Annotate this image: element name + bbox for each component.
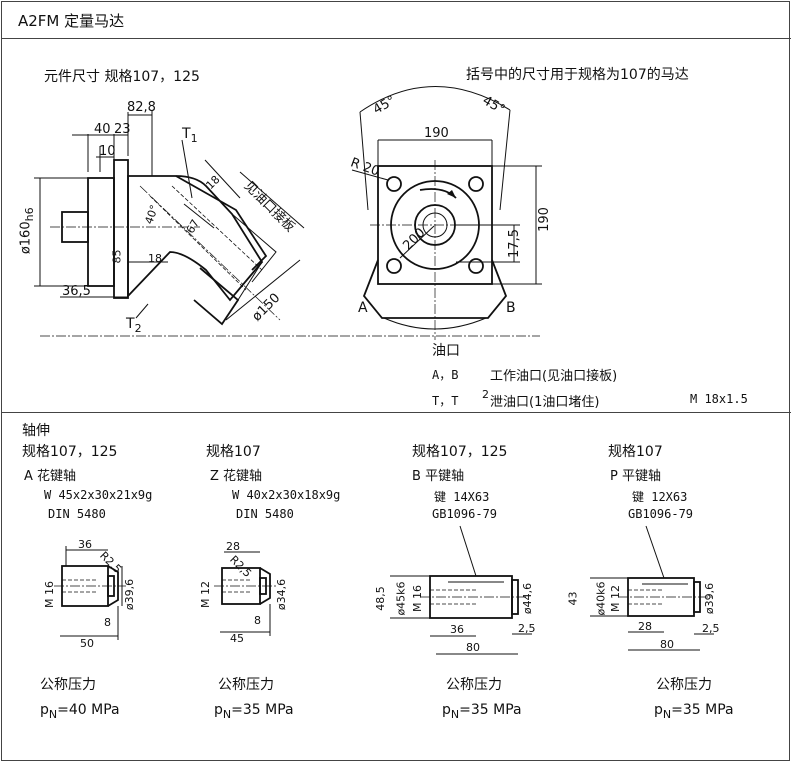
dim-190-width: 190 xyxy=(424,126,449,141)
port-a-label: A xyxy=(358,300,368,316)
motor-front-view xyxy=(340,86,542,340)
shaft-p-dim-height: 43 xyxy=(566,591,580,606)
drain-port-t1-label: T1 xyxy=(182,126,198,145)
shaft-a-spec: 规格107，125 xyxy=(22,444,118,460)
shaft-p-dim-small: 2,5 xyxy=(702,622,720,635)
component-heading: 元件尺寸 规格107，125 xyxy=(44,69,200,85)
shaft-z-dim-top: 28 xyxy=(226,540,240,553)
shaft-p-dim-dia1: ø40k6 xyxy=(594,581,608,616)
shaft-b-dim-small: 2,5 xyxy=(518,622,536,635)
shaft-b-type: B 平键轴 xyxy=(412,469,465,484)
shaft-p-dim-thread: M 12 xyxy=(608,585,622,612)
shaft-b-key: 键 14X63 xyxy=(434,490,490,504)
port-t-sup: 2 xyxy=(482,388,489,401)
shaft-z-pressure: pN=35 MPa xyxy=(214,702,294,721)
ports-heading: 油口 xyxy=(432,343,460,359)
shaft-b-dim-mid: 36 xyxy=(450,623,464,636)
dim-10: 10 xyxy=(99,144,116,159)
dim-18b: 18 xyxy=(148,252,162,265)
shaft-z-standard: DIN 5480 xyxy=(236,507,294,521)
shaft-p-key: 键 12X63 xyxy=(632,490,688,504)
shaft-a-standard: DIN 5480 xyxy=(48,507,106,521)
shaft-p-dim-dia: ø39,6 xyxy=(703,582,717,615)
port-t-size: M 18x1.5 xyxy=(690,392,748,406)
shaft-z-dim-small: 8 xyxy=(254,614,261,627)
port-t-code: T，T xyxy=(432,394,459,408)
shaft-z-pressure-label: 公称压力 xyxy=(218,677,274,693)
dim-23: 23 xyxy=(114,122,131,137)
shaft-p-pressure: pN=35 MPa xyxy=(654,702,734,721)
port-b-label: B xyxy=(506,300,516,316)
dim-82-8: 82,8 xyxy=(127,100,156,115)
motor-side-view xyxy=(34,110,340,337)
shaft-p-dim-bottom: 80 xyxy=(660,638,674,651)
shaft-z-type: Z 花键轴 xyxy=(210,469,263,484)
shaft-p-dim-mid: 28 xyxy=(638,620,652,633)
shaft-p-pressure-label: 公称压力 xyxy=(656,677,712,693)
shaft-p-standard: GB1096-79 xyxy=(628,507,694,521)
shaft-a-dim-small: 8 xyxy=(104,616,111,629)
shaft-a-pressure: pN=40 MPa xyxy=(40,702,120,721)
drain-port-t2-label: T2 xyxy=(126,316,142,335)
shaft-z-spec: 规格107 xyxy=(206,444,261,460)
shaft-a-dim-bottom: 50 xyxy=(80,637,94,650)
shaft-z-dim-bottom: 45 xyxy=(230,632,244,645)
shaft-a-pressure-label: 公称压力 xyxy=(40,677,96,693)
dim-40: 40 xyxy=(94,122,111,137)
shaft-z-spline: W 40x2x30x18x9g xyxy=(232,488,341,502)
size-note: 括号中的尺寸用于规格为107的马达 xyxy=(466,67,689,83)
shaft-b-dim-bottom: 80 xyxy=(466,641,480,654)
section-divider xyxy=(1,412,791,413)
shaft-b-standard: GB1096-79 xyxy=(432,507,498,521)
port-t-desc: 泄油口(1油口堵住) xyxy=(490,395,600,410)
shaft-b-pressure-label: 公称压力 xyxy=(446,677,502,693)
shaft-b-spec: 规格107，125 xyxy=(412,444,508,460)
shaft-a-type: A 花键轴 xyxy=(24,469,77,484)
page-title: A2FM 定量马达 xyxy=(18,12,125,30)
dim-36-5: 36,5 xyxy=(62,284,91,299)
port-ab-code: A，B xyxy=(432,368,459,382)
shaft-a-dim-top: 36 xyxy=(78,538,92,551)
shaft-p-type: P 平键轴 xyxy=(610,469,661,484)
port-ab-desc: 工作油口(见油口接板) xyxy=(490,369,618,384)
header-divider xyxy=(1,38,791,39)
shaft-b-pressure: pN=35 MPa xyxy=(442,702,522,721)
shaft-heading: 轴伸 xyxy=(22,423,50,439)
shaft-p-spec: 规格107 xyxy=(608,444,663,460)
shaft-a-spline: W 45x2x30x21x9g xyxy=(44,488,153,502)
